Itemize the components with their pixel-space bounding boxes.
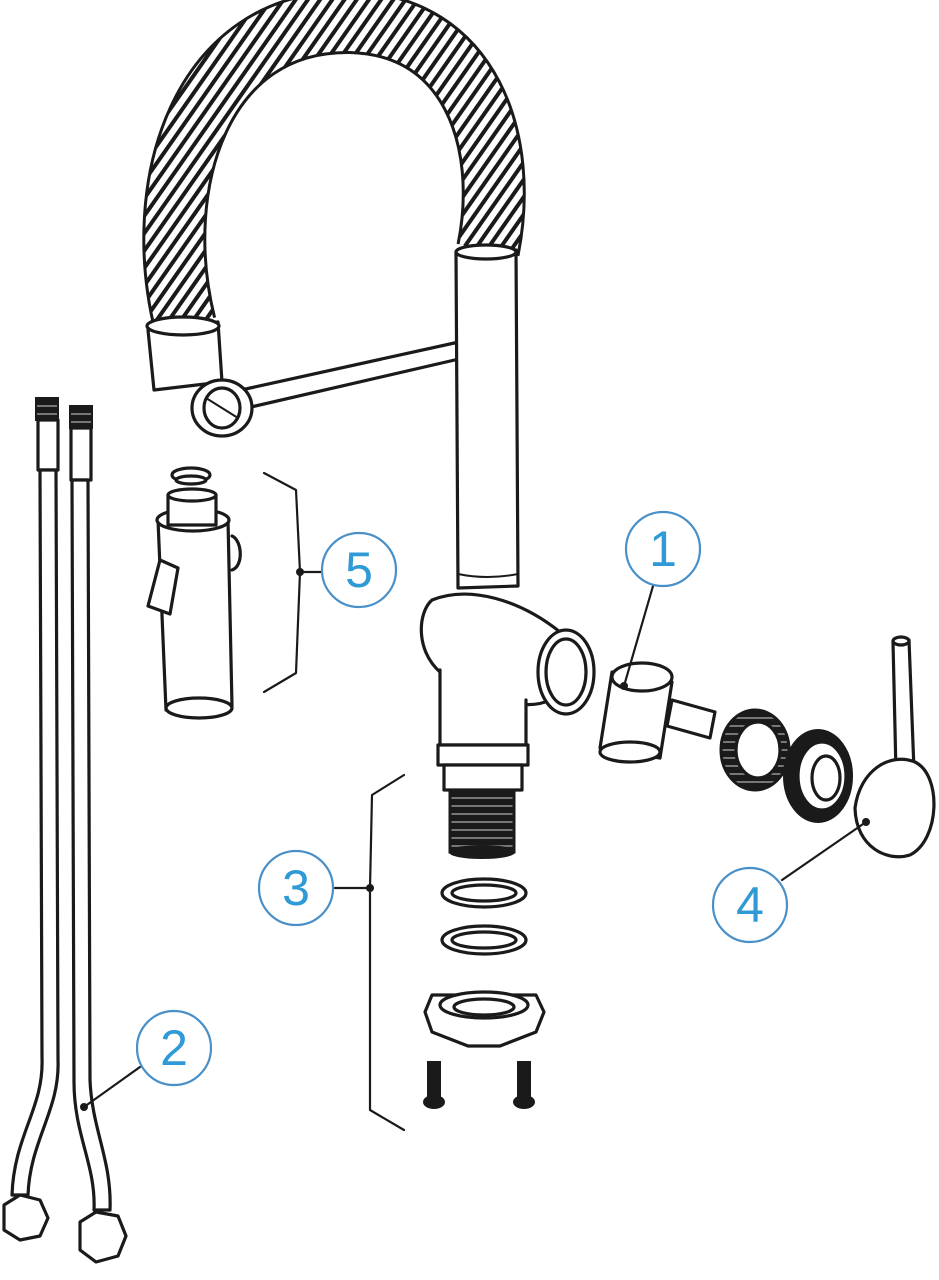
cover-ring [783,729,853,823]
lever-handle [853,635,936,859]
leader-4 [780,820,868,882]
callout-1: 1 [624,510,702,588]
callout-2: 2 [135,1009,213,1087]
bracket-5 [262,471,302,694]
mounting-kit [423,877,546,1109]
threaded-stud [442,763,524,859]
screw-left [423,1061,445,1109]
cartridge-nut [719,708,791,792]
callout-4: 4 [711,866,789,944]
callout-2-label: 2 [160,1020,188,1076]
callout-3-label: 3 [282,860,310,916]
cartridge [598,661,717,764]
bracket-3 [368,773,406,1132]
supply-hose-left [2,397,60,1242]
leader-2 [82,1065,142,1109]
leader-1 [622,584,655,688]
callout-5-label: 5 [345,542,373,598]
faucet-body [419,592,596,767]
callout-3: 3 [257,849,335,927]
supply-hose-right [69,405,128,1264]
spray-nozzle [146,466,242,720]
faucet-column [454,243,520,590]
callout-1-label: 1 [649,521,677,577]
callout-5: 5 [320,531,398,609]
callout-4-label: 4 [736,877,764,933]
spray-head-assembly [145,315,476,438]
spring-hose [142,0,526,333]
screw-right [513,1061,535,1109]
